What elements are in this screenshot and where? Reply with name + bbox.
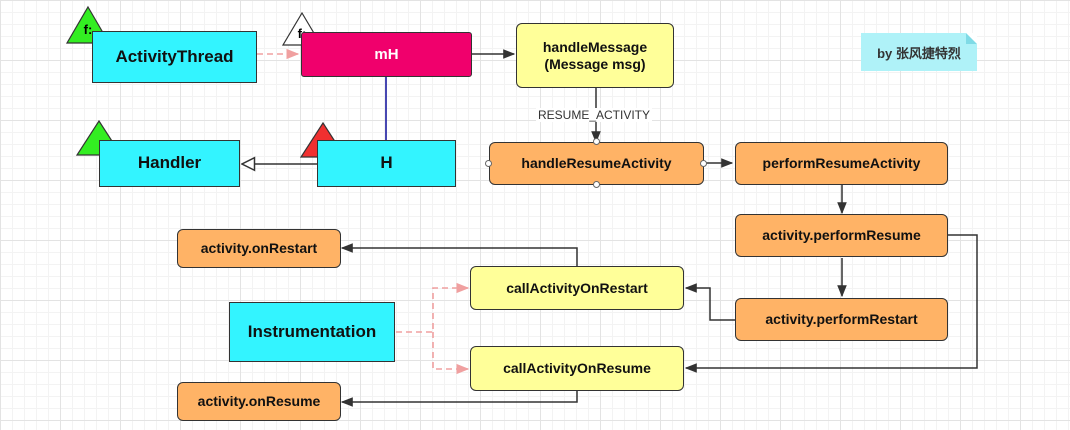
edge-instrumentation-callonresume	[432, 332, 470, 375]
port-left	[485, 160, 492, 167]
edge-label-resume-activity: RESUME_ACTIVITY	[536, 108, 653, 122]
node-activity-performrestart: activity.performRestart	[735, 298, 948, 341]
node-callactivityonresume: callActivityOnResume	[470, 346, 684, 391]
node-mh: mH	[301, 32, 472, 77]
edge-performresume-callonresume	[684, 234, 978, 373]
author-note-text: by 张风捷特烈	[877, 45, 961, 61]
node-h: H	[317, 140, 456, 187]
note-fold-corner	[966, 33, 977, 44]
edge-callonresume-onresume	[340, 391, 578, 407]
node-performresumeactivity: performResumeActivity	[735, 142, 948, 185]
author-note: by 张风捷特烈	[861, 33, 977, 71]
port-right	[700, 160, 707, 167]
node-handleresumeactivity: handleResumeActivity	[489, 142, 704, 185]
edge-instrumentation-callonrestart	[396, 282, 470, 333]
edge-performrestart-callonrestart	[684, 283, 736, 321]
node-handlemessage: handleMessage (Message msg)	[516, 23, 674, 88]
node-instrumentation: Instrumentation	[229, 302, 395, 362]
node-activitythread: ActivityThread	[92, 31, 257, 83]
node-callactivityonrestart: callActivityOnRestart	[470, 266, 684, 310]
node-activity-onresume: activity.onResume	[177, 382, 341, 421]
port-top	[593, 138, 600, 145]
node-handler: Handler	[99, 140, 240, 187]
node-activity-onrestart: activity.onRestart	[177, 229, 341, 268]
edge-callonrestart-onrestart	[340, 243, 578, 266]
field-marker-label: f:	[84, 22, 93, 37]
node-activity-performresume: activity.performResume	[735, 214, 948, 257]
port-bottom	[593, 181, 600, 188]
